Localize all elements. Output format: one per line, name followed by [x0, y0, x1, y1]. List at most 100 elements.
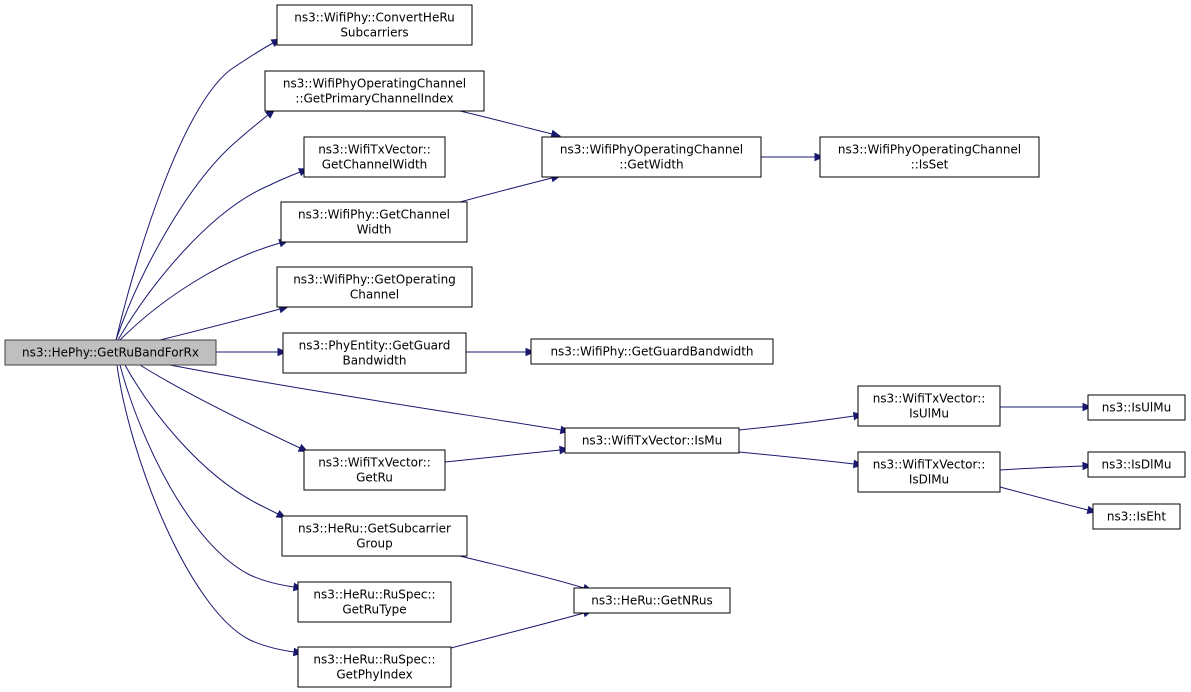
node-box	[303, 136, 446, 178]
node-label: ns3::IsEht	[1107, 510, 1167, 524]
edge-root-to-txvector-get-ru	[139, 364, 309, 452]
node-root[interactable]: ns3::HePhy::GetRuBandForRx	[4, 339, 217, 366]
node-box	[282, 332, 467, 374]
node-phyentity-get-guard-bandwidth[interactable]: ns3::PhyEntity::GetGuardBandwidth	[282, 332, 467, 374]
node-label: IsDlMu	[909, 473, 949, 487]
edge-line	[999, 465, 1084, 471]
node-is-mu[interactable]: ns3::WifiTxVector::IsMu	[564, 427, 740, 454]
node-txvector-get-ru[interactable]: ns3::WifiTxVector::GetRu	[303, 449, 446, 491]
edge-is-mu-to-is-dl-mu	[738, 451, 864, 469]
node-get-n-rus[interactable]: ns3::HeRu::GetNRus	[573, 587, 731, 614]
node-label: ns3::IsUlMu	[1102, 401, 1171, 415]
node-label: IsUlMu	[909, 407, 949, 421]
edge-root-to-get-subcarrier-group	[124, 364, 287, 519]
edge-operating-channel-get-width-to-is-set	[761, 152, 825, 162]
node-label: Channel	[350, 288, 399, 302]
edge-phyentity-get-guard-bandwidth-to-wifiphy-get-guard-bandwidth	[466, 347, 536, 357]
arrowhead-icon	[814, 152, 825, 162]
edge-root-to-phyentity-get-guard-bandwidth	[216, 347, 288, 357]
node-label: ns3::WifiTxVector::	[318, 143, 431, 157]
node-box	[297, 646, 452, 688]
edge-get-subcarrier-group-to-get-n-rus	[459, 555, 593, 592]
node-box	[573, 587, 731, 614]
node-wifiphy-get-guard-bandwidth[interactable]: ns3::WifiPhy::GetGuardBandwidth	[530, 338, 774, 365]
node-label: ns3::WifiTxVector::IsMu	[582, 434, 722, 448]
node-label: GetChannelWidth	[322, 158, 428, 172]
edge-root-to-get-phy-index	[116, 364, 304, 657]
node-label: ns3::WifiTxVector::	[318, 456, 431, 470]
arrowhead-icon	[1082, 461, 1093, 471]
node-box	[264, 70, 485, 112]
node-label: ns3::WifiPhyOperatingChannel	[283, 77, 466, 91]
node-label: ns3::IsDlMu	[1102, 458, 1172, 472]
node-box	[4, 339, 217, 366]
node-box	[564, 427, 740, 454]
edge-root-to-is-mu	[169, 364, 571, 435]
node-label: ns3::HeRu::RuSpec::	[313, 653, 435, 667]
node-label: ::GetWidth	[619, 158, 683, 172]
node-txvector-get-channel-width[interactable]: ns3::WifiTxVector::GetChannelWidth	[303, 136, 446, 178]
edge-line	[450, 612, 585, 649]
edge-line	[738, 451, 855, 465]
edge-line	[459, 177, 553, 203]
node-label: ns3::WifiPhy::GetChannel	[298, 208, 450, 222]
edge-is-dl-mu-to-ns3-is-eht	[999, 486, 1098, 515]
edge-is-dl-mu-to-ns3-is-dl-mu	[999, 461, 1093, 471]
node-label: ns3::WifiTxVector::	[873, 458, 986, 472]
node-label: Group	[356, 537, 393, 551]
node-label: Subcarriers	[340, 26, 408, 40]
node-operating-channel-get-width[interactable]: ns3::WifiPhyOperatingChannel::GetWidth	[541, 136, 762, 178]
node-ns3-is-dl-mu[interactable]: ns3::IsDlMu	[1087, 451, 1186, 478]
node-get-ru-type[interactable]: ns3::HeRu::RuSpec::GetRuType	[297, 581, 452, 623]
edge-line	[115, 114, 269, 341]
edge-line	[459, 110, 553, 135]
edge-line	[115, 42, 274, 341]
edge-txvector-get-ru-to-is-mu	[444, 445, 570, 463]
node-label: ::GetPrimaryChannelIndex	[295, 92, 453, 106]
edge-is-mu-to-is-ul-mu	[738, 411, 864, 431]
node-label: Width	[357, 223, 392, 237]
node-label: Bandwidth	[343, 354, 407, 368]
node-ns3-is-ul-mu[interactable]: ns3::IsUlMu	[1087, 394, 1186, 421]
node-box	[1087, 394, 1186, 421]
node-is-ul-mu[interactable]: ns3::WifiTxVector::IsUlMu	[857, 385, 1001, 427]
node-label: GetRuType	[342, 603, 406, 617]
node-box	[857, 385, 1001, 427]
node-label: ::IsSet	[911, 158, 949, 172]
edge-root-to-convert-he-ru	[115, 38, 282, 341]
edge-phy-get-channel-width-to-operating-channel-get-width	[459, 173, 562, 203]
edge-line	[999, 486, 1089, 511]
node-ns3-is-eht[interactable]: ns3::IsEht	[1092, 503, 1181, 530]
edge-line	[459, 555, 585, 589]
arrowhead-icon	[1082, 402, 1093, 412]
node-is-dl-mu[interactable]: ns3::WifiTxVector::IsDlMu	[857, 451, 1001, 493]
node-box	[276, 4, 473, 46]
arrowhead-icon	[559, 445, 570, 455]
edge-line	[124, 364, 279, 515]
node-label: ns3::WifiPhy::GetOperating	[293, 273, 456, 287]
node-is-set[interactable]: ns3::WifiPhyOperatingChannel::IsSet	[819, 136, 1040, 178]
node-get-primary-channel-index[interactable]: ns3::WifiPhyOperatingChannel::GetPrimary…	[264, 70, 485, 112]
node-box	[276, 266, 473, 308]
node-get-phy-index[interactable]: ns3::HeRu::RuSpec::GetPhyIndex	[297, 646, 452, 688]
node-label: ns3::HeRu::GetSubcarrier	[298, 522, 451, 536]
node-box	[280, 201, 468, 243]
call-nodes: ns3::HePhy::GetRuBandForRx ns3::WifiPhy::…	[4, 4, 1186, 688]
arrowhead-icon	[525, 347, 536, 357]
node-label: ns3::HePhy::GetRuBandForRx	[22, 346, 199, 360]
node-box	[1092, 503, 1181, 530]
node-box	[297, 581, 452, 623]
node-phy-get-channel-width[interactable]: ns3::WifiPhy::GetChannelWidth	[280, 201, 468, 243]
node-box	[281, 515, 468, 557]
node-label: GetPhyIndex	[336, 668, 412, 682]
edge-root-to-get-operating-channel	[159, 304, 289, 341]
edge-line	[116, 364, 295, 653]
node-label: ns3::WifiPhyOperatingChannel	[560, 143, 743, 157]
arrowhead-icon	[277, 347, 288, 357]
edge-line	[738, 415, 855, 431]
node-box	[303, 449, 446, 491]
